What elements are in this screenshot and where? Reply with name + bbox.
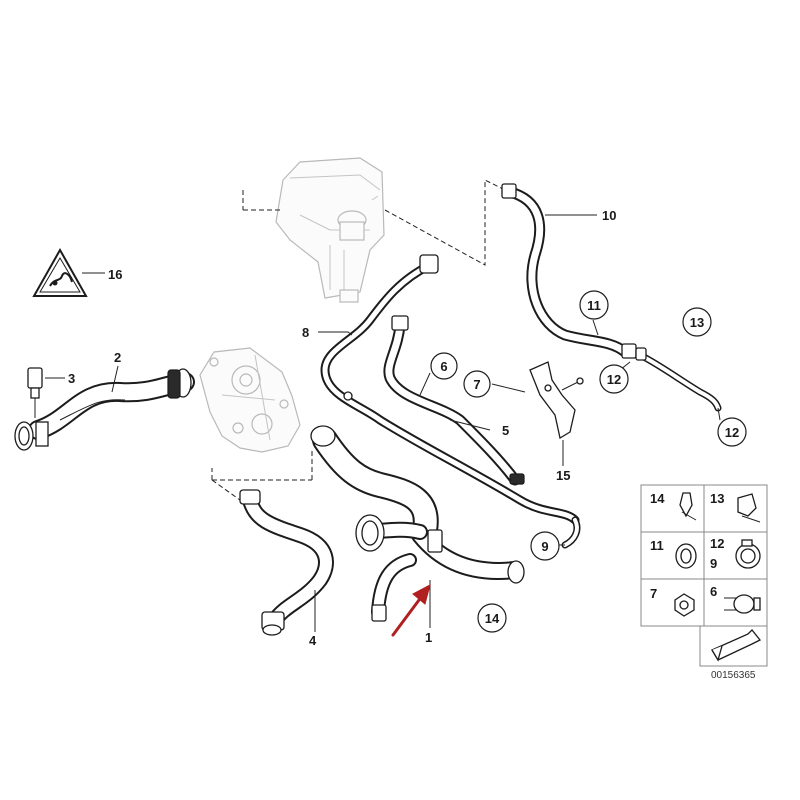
callout-13: 13 [682,307,712,337]
hose-part-10 [501,183,637,359]
callout-labels: 16 2 3 4 1 8 5 15 10 [68,208,616,648]
hose-part-8 [320,254,581,549]
svg-text:14: 14 [485,611,500,626]
callout-9: 9 [530,531,560,561]
svg-text:6: 6 [710,584,717,599]
callout-15: 15 [556,468,570,483]
warning-triangle-icon [32,247,88,297]
svg-text:12: 12 [607,372,621,387]
expansion-tank [275,157,385,303]
hose-part-5-6 [383,315,525,486]
callout-6: 6 [430,352,458,380]
svg-text:7: 7 [650,586,657,601]
svg-text:7: 7 [473,377,480,392]
dashed-reference-lines [211,179,506,501]
callout-14: 14 [477,603,507,633]
parts-legend: 14 13 11 12 9 7 6 [640,484,768,681]
legend-cell-14: 14 [650,491,697,521]
callout-12a: 12 [599,364,629,394]
svg-text:13: 13 [690,315,704,330]
svg-text:11: 11 [650,538,664,553]
svg-text:12: 12 [725,425,739,440]
callout-11: 11 [579,290,609,320]
svg-text:14: 14 [650,491,665,506]
legend-cell-11: 11 [650,538,697,569]
temperature-sensor-part-3 [27,367,43,418]
water-pump [199,347,301,453]
hose-part-4 [239,489,334,636]
hose-part-1 [310,425,525,622]
red-pointer-arrow-icon [391,584,431,637]
direction-arrow-icon [711,629,762,662]
reference-number: 00156365 [711,670,756,681]
callout-16: 16 [108,267,122,282]
callout-2: 2 [114,350,121,365]
svg-text:9: 9 [541,539,548,554]
callout-7: 7 [463,370,491,398]
legend-cell-13: 13 [710,491,761,523]
svg-text:6: 6 [440,359,447,374]
legend-cell-12-9: 12 9 [710,536,761,571]
svg-text:13: 13 [710,491,724,506]
hose-part-2 [14,368,195,451]
circled-callouts: 6 7 11 13 12 12 9 14 [430,290,747,633]
legend-cell-7: 7 [650,586,695,617]
callout-12b: 12 [717,417,747,447]
svg-text:9: 9 [710,556,717,571]
legend-cell-6: 6 [710,584,761,614]
svg-text:11: 11 [587,298,601,313]
bracket-part-15 [529,361,584,440]
hose-part-12-13 [635,347,722,412]
callout-8: 8 [302,325,309,340]
svg-text:12: 12 [710,536,724,551]
callout-3: 3 [68,371,75,386]
callout-5: 5 [502,423,509,438]
callout-10: 10 [602,208,616,223]
leader-lines [45,214,721,632]
callout-1: 1 [425,630,432,645]
callout-4: 4 [309,633,317,648]
